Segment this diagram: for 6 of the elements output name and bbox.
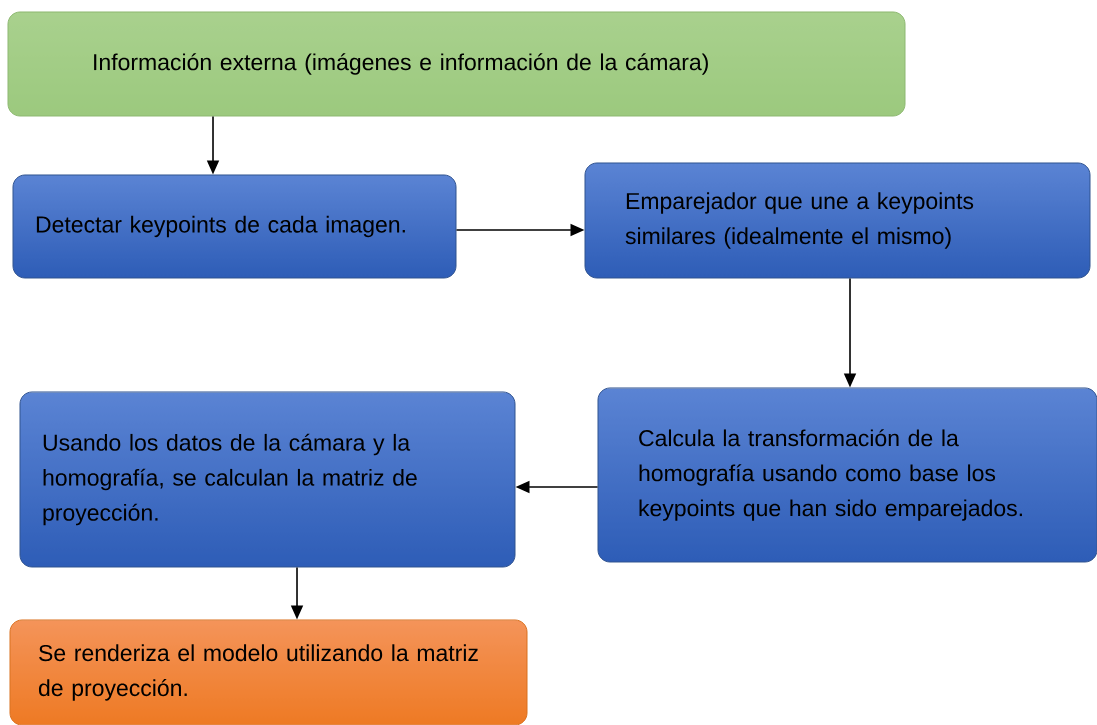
process-box: Calcula la transformación de la homografía usando como base los keypoints que han sido emparejados.	[597, 387, 1097, 563]
process-box: Detectar keypoints de cada imagen.	[12, 174, 457, 279]
process-box: Información externa (imágenes e información de la cámara)	[7, 11, 906, 117]
process-box: Emparejador que une a keypoints similares (idealmente el mismo)	[584, 162, 1091, 279]
process-box: Usando los datos de la cámara y la homografía, se calculan la matriz de proyección.	[19, 391, 516, 568]
process-box: Se renderiza el modelo utilizando la matriz de proyección.	[9, 619, 528, 725]
